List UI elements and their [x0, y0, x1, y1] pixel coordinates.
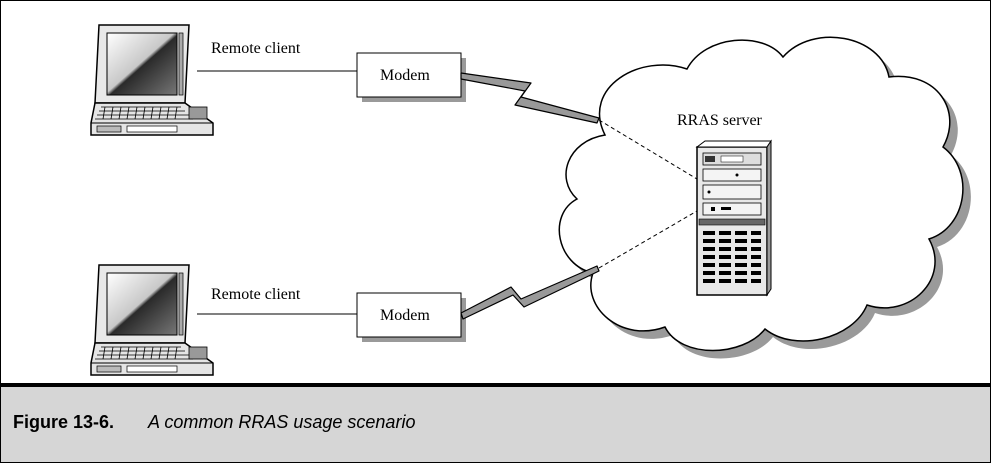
- lightning-link-icon: [460, 72, 600, 124]
- figure-number: Figure 13-6.: [13, 412, 115, 432]
- caption-divider: [1, 383, 990, 387]
- server-tower-icon: [695, 139, 772, 297]
- laptop-icon: [90, 24, 214, 136]
- rras-server-label: RRAS server: [677, 112, 763, 129]
- dashed-link: [598, 119, 698, 180]
- remote-client-label: Remote client: [211, 40, 301, 57]
- laptop-icon: [90, 264, 214, 376]
- remote-client-label: Remote client: [211, 286, 301, 303]
- dashed-link: [598, 210, 698, 269]
- network-diagram: Remote client Remote client Modem Modem …: [1, 1, 990, 384]
- modem-box: [356, 292, 462, 338]
- lightning-link-icon: [460, 265, 600, 320]
- figure-caption: Figure 13-6. A common RRAS usage scenari…: [1, 387, 990, 462]
- figure-caption-text: A common RRAS usage scenario: [148, 412, 416, 432]
- modem-label: Modem: [380, 307, 430, 324]
- modem-label: Modem: [380, 67, 430, 84]
